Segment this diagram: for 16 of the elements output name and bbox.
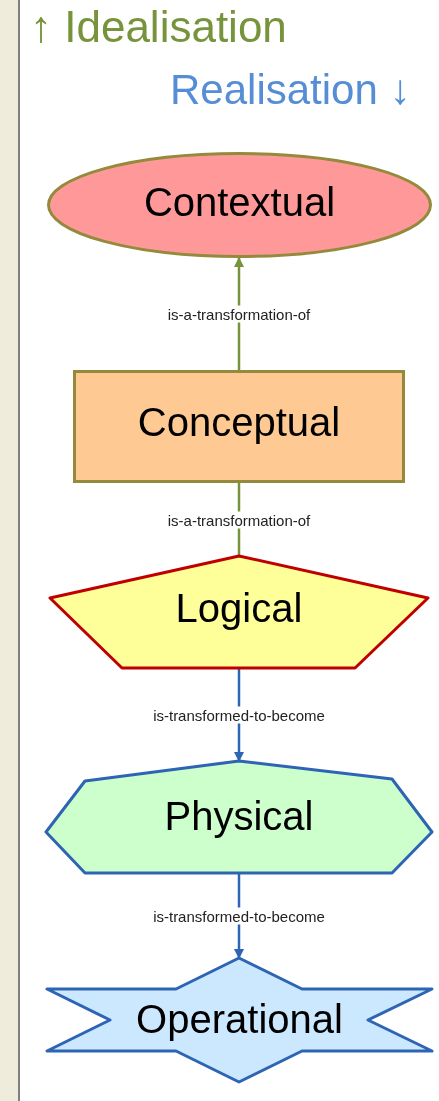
node-label: Logical xyxy=(174,586,304,631)
hexagon-node xyxy=(46,761,432,873)
edge-label: is-transformed-to-become xyxy=(151,706,327,723)
direction-heading: Realisation ↓ xyxy=(170,66,411,114)
pentagon-node xyxy=(50,556,428,668)
node-label: Contextual xyxy=(142,180,337,225)
edge-label: is-a-transformation-of xyxy=(165,305,313,323)
edge-label: is-a-transformation-of xyxy=(165,511,313,528)
node-label: Conceptual xyxy=(136,400,342,445)
node-label: Physical xyxy=(163,794,315,839)
star-node xyxy=(47,958,432,1082)
edge-label: is-transformed-to-become xyxy=(151,907,327,924)
process-box xyxy=(73,370,405,483)
direction-heading: ↑ Idealisation xyxy=(30,2,287,52)
node-label: Operational xyxy=(135,997,344,1042)
ellipse-node xyxy=(47,152,432,258)
